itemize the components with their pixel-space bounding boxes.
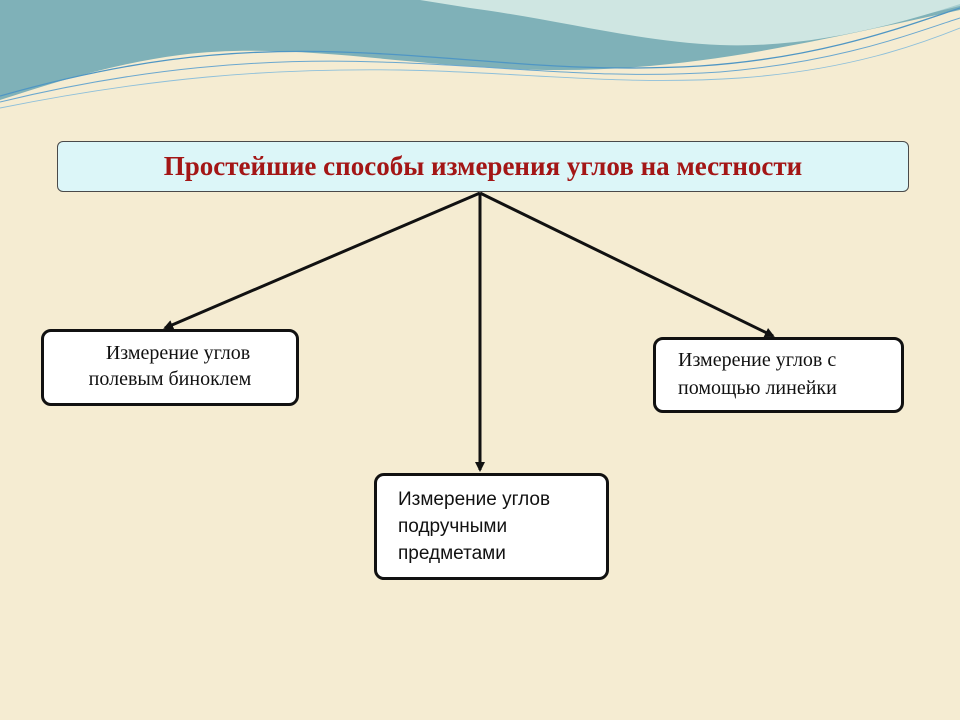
wave-line-1 [0, 7, 960, 97]
node-objects-line-3: предметами [398, 543, 506, 564]
wave-header-decoration [0, 0, 960, 109]
arrow-to-binocular [163, 191, 481, 330]
node-objects-line-1: Измерение углов [398, 489, 551, 510]
node-ruler-line-2: помощью линейки [678, 377, 837, 399]
diagram-title: Простейшие способы измерения углов на ме… [163, 151, 803, 181]
node-ruler-method: Измерение углов с помощью линейки [653, 337, 904, 413]
diagram-title-box: Простейшие способы измерения углов на ме… [57, 141, 909, 192]
node-binocular-line-2: полевым биноклем [88, 368, 252, 390]
node-objects-method: Измерение углов подручными предметами [374, 473, 609, 580]
node-binocular-line-1: Измерение углов [105, 342, 251, 364]
wave-line-2 [0, 17, 960, 103]
wave-band-light [420, 0, 960, 46]
arrow-to-ruler [479, 191, 775, 338]
node-ruler-line-1: Измерение углов с [678, 349, 837, 371]
wave-line-3 [0, 27, 960, 109]
node-objects-line-2: подручными [398, 516, 508, 537]
node-binocular-method: Измерение углов полевым биноклем [41, 329, 299, 406]
